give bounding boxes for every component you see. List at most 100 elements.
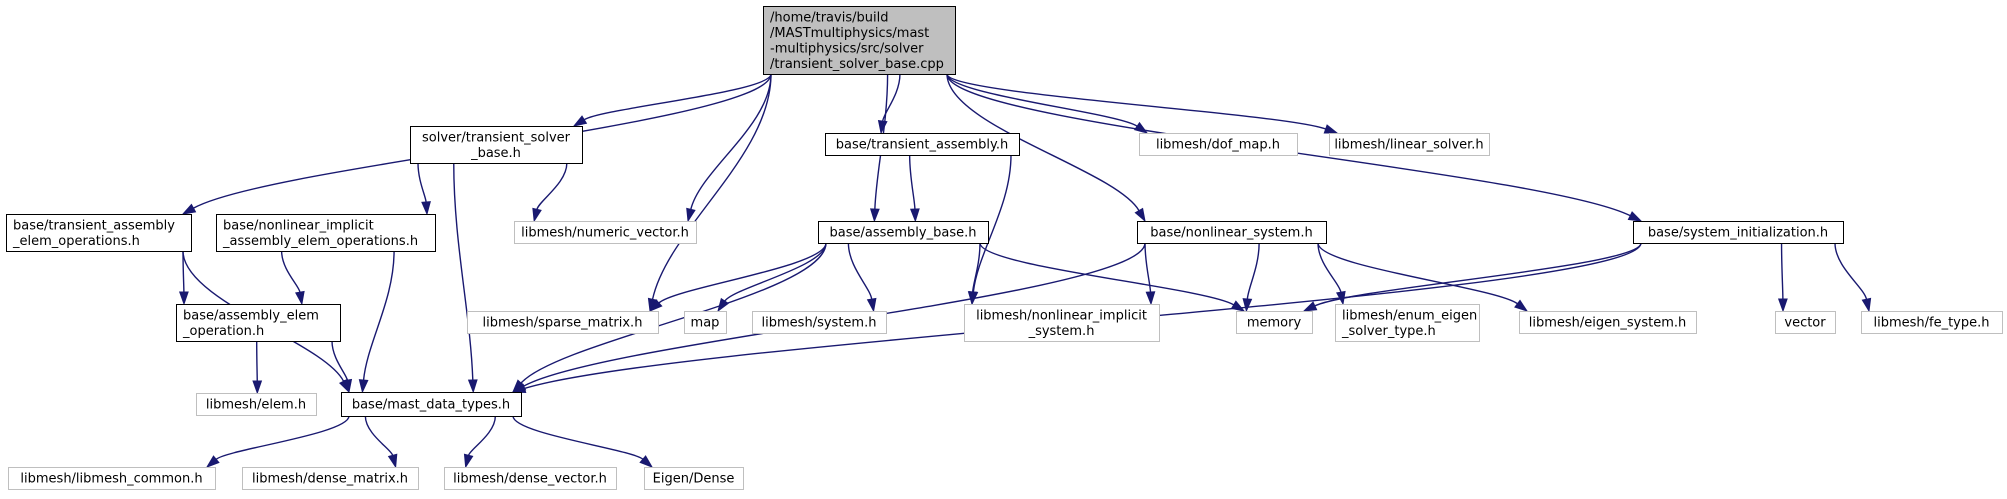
node-label: map <box>691 316 720 331</box>
node-label: libmesh/linear_solver.h <box>1334 138 1483 153</box>
arrowhead <box>877 119 888 135</box>
arrowhead <box>295 290 305 306</box>
edge-ab-to-nlis <box>967 242 981 306</box>
arrowhead <box>686 207 696 223</box>
arrowhead <box>181 203 197 215</box>
node-numvec: libmesh/numeric_vector.h <box>514 221 697 244</box>
arrowhead <box>572 115 588 127</box>
node-label: base/mast_data_types.h <box>352 398 510 413</box>
node-nlis: libmesh/nonlinear_implicit_system.h <box>964 304 1160 342</box>
arrowhead <box>1323 124 1339 134</box>
node-label: solver/transient_solver <box>422 130 571 145</box>
node-niaeo: base/nonlinear_implicit_assembly_elem_op… <box>215 213 437 253</box>
node-box <box>1236 311 1313 334</box>
node-eigen: Eigen/Dense <box>644 467 744 490</box>
node-box <box>1335 304 1480 342</box>
edge-ns-to-enumeig <box>1317 242 1346 306</box>
arrowhead <box>648 298 663 313</box>
arrowhead <box>467 379 478 394</box>
edge-line <box>256 340 258 382</box>
edge-ns-to-memory <box>1242 242 1260 313</box>
node-label: libmesh/dof_map.h <box>1156 138 1280 153</box>
node-box <box>196 393 317 416</box>
node-vector: vector <box>1775 311 1836 334</box>
node-box <box>1136 220 1328 245</box>
node-ns: base/nonlinear_system.h <box>1136 220 1328 245</box>
node-box <box>409 125 584 165</box>
edge-line <box>971 242 981 293</box>
node-ab: base/assembly_base.h <box>817 220 990 245</box>
edge-line <box>215 415 350 460</box>
edge-line <box>658 242 827 304</box>
edge-line <box>724 242 827 302</box>
node-densevec: libmesh/dense_vector.h <box>444 467 617 490</box>
edge-tsb-to-niaeo <box>417 162 431 216</box>
node-memory: memory <box>1236 311 1313 334</box>
edge-root-to-numvec <box>686 73 772 223</box>
edge-line <box>1317 242 1342 293</box>
node-label: base/assembly_base.h <box>830 226 977 241</box>
node-box <box>817 220 990 245</box>
node-map: map <box>684 311 727 334</box>
edge-ta-to-ab <box>908 154 920 223</box>
arrowhead <box>532 207 542 223</box>
edge-line <box>453 162 474 381</box>
node-label: /transient_solver_base.cpp <box>770 57 944 72</box>
edge-ab-to-memory <box>979 242 1246 312</box>
node-label: base/transient_assembly <box>13 218 175 233</box>
arrowhead <box>1861 297 1872 313</box>
node-box <box>340 391 523 418</box>
arrowhead <box>869 208 880 223</box>
node-label: base/system_initialization.h <box>1648 226 1828 241</box>
arrowhead <box>463 453 474 469</box>
node-box <box>964 304 1160 342</box>
node-label: libmesh/dense_matrix.h <box>252 472 408 487</box>
node-label: libmesh/fe_type.h <box>1873 316 1989 331</box>
arrowhead <box>866 297 877 313</box>
edge-line <box>467 415 497 456</box>
edge-root-to-linsolver <box>946 73 1339 134</box>
node-enumeig: libmesh/enum_eigen_solver_type.h <box>1335 304 1480 342</box>
arrowhead <box>1627 211 1643 222</box>
node-taeo: base/transient_assembly_elem_operations.… <box>5 213 193 253</box>
edge-mdt-to-common <box>205 415 350 468</box>
edge-line <box>364 415 394 456</box>
node-aeo: base/assembly_elem_operation.h <box>175 303 342 343</box>
edge-line <box>536 162 568 210</box>
node-label: base/nonlinear_system.h <box>1150 226 1312 241</box>
arrowhead <box>1302 301 1318 312</box>
arrowhead <box>421 201 431 216</box>
edge-line <box>1780 242 1784 300</box>
node-label: _assembly_elem_operations.h <box>222 234 418 249</box>
node-label: base/assembly_elem <box>183 308 319 323</box>
node-box <box>1139 133 1298 156</box>
edge-niaeo-to-mdt <box>358 250 395 394</box>
edge-line <box>908 154 916 210</box>
edge-si-to-fetype <box>1834 242 1872 313</box>
node-label: libmesh/numeric_vector.h <box>521 226 689 241</box>
node-label: vector <box>1784 316 1826 331</box>
node-box <box>1519 311 1697 334</box>
edge-tsb-to-numvec <box>532 162 568 223</box>
node-densemat: libmesh/dense_matrix.h <box>242 467 419 490</box>
node-label: libmesh/libmesh_common.h <box>20 472 202 487</box>
node-label: libmesh/sparse_matrix.h <box>483 316 643 331</box>
node-box <box>1632 220 1845 245</box>
arrowhead <box>1133 121 1149 134</box>
edge-line <box>972 154 1012 293</box>
edge-line <box>651 73 772 300</box>
edge-line <box>946 73 1326 130</box>
node-common: libmesh/libmesh_common.h <box>8 467 216 490</box>
node-label: /MASTmultiphysics/mast <box>770 26 929 41</box>
node-box <box>8 467 216 490</box>
node-label: libmesh/dense_vector.h <box>453 472 607 487</box>
arrowhead <box>358 379 369 394</box>
edge-aeo-to-mdt <box>331 340 353 394</box>
node-linsolver: libmesh/linear_solver.h <box>1329 133 1490 156</box>
node-sparse: libmesh/sparse_matrix.h <box>467 311 659 334</box>
edge-ab-to-system <box>847 242 877 313</box>
node-fetype: libmesh/fe_type.h <box>1861 311 2003 334</box>
edge-root-to-dofmap <box>946 73 1149 134</box>
node-label: libmesh/nonlinear_implicit <box>976 308 1147 323</box>
